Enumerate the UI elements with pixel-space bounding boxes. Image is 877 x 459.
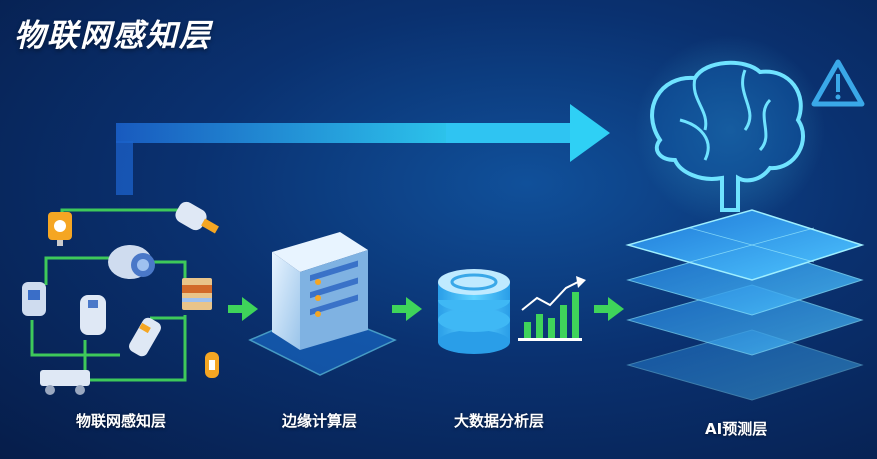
data-layer-stack-icon bbox=[625, 209, 865, 401]
flow-arrow-icon bbox=[228, 297, 258, 321]
sensor-icon bbox=[22, 282, 46, 316]
layer-label-iot: 物联网感知层 bbox=[76, 412, 167, 430]
layer-label-ai: AI预测层 bbox=[705, 420, 768, 438]
brain-icon bbox=[635, 35, 825, 225]
sensor-icon bbox=[48, 212, 72, 246]
sensor-icon bbox=[108, 245, 155, 279]
page-title: 物联网感知层 bbox=[14, 18, 212, 54]
warning-icon bbox=[811, 59, 865, 107]
database-icon bbox=[438, 269, 510, 354]
flow-arrow-icon bbox=[594, 297, 624, 321]
flow-arrow-icon bbox=[392, 297, 422, 321]
sensor-icon bbox=[80, 295, 106, 335]
main-flow-arrow-icon bbox=[116, 104, 610, 195]
server-icon bbox=[248, 232, 397, 376]
layer-label-bigdata: 大数据分析层 bbox=[454, 412, 545, 430]
layer-label-edge: 边缘计算层 bbox=[282, 412, 358, 430]
growth-chart-icon bbox=[518, 276, 586, 341]
sensor-icon bbox=[182, 278, 212, 310]
sensor-icon bbox=[175, 201, 219, 234]
sensor-icon bbox=[129, 317, 161, 357]
sensor-icon bbox=[40, 370, 90, 395]
sensor-icon bbox=[205, 352, 219, 378]
